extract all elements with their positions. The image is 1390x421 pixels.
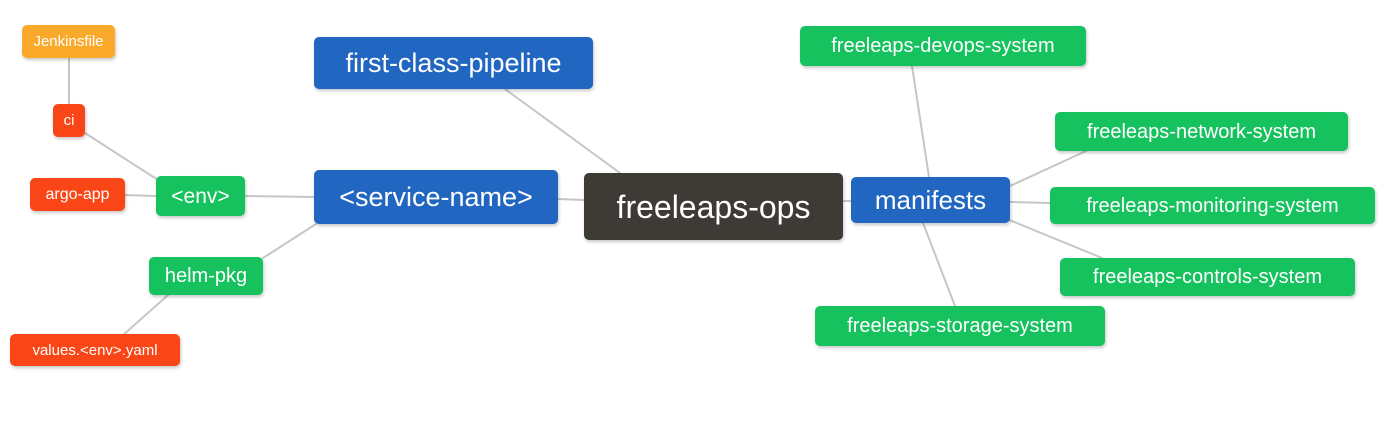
mindmap-node-label-freeleaps-network-system: freeleaps-network-system bbox=[1087, 120, 1316, 143]
mindmap-node-label-service-name: <service-name> bbox=[339, 181, 533, 212]
mindmap-node-freeleaps-monitoring-system[interactable]: freeleaps-monitoring-system bbox=[1050, 187, 1375, 224]
mindmap-node-service-name[interactable]: <service-name> bbox=[314, 170, 558, 224]
mindmap-node-label-freeleaps-monitoring-system: freeleaps-monitoring-system bbox=[1086, 194, 1339, 217]
edge-manifests-to-freeleaps-storage-system bbox=[922, 222, 956, 307]
mindmap-node-label-helm-pkg: helm-pkg bbox=[164, 265, 248, 287]
mindmap-node-env[interactable]: <env> bbox=[156, 176, 245, 216]
mindmap-node-label-freeleaps-storage-system: freeleaps-storage-system bbox=[847, 315, 1073, 337]
mindmap-node-freeleaps-network-system[interactable]: freeleaps-network-system bbox=[1055, 112, 1348, 151]
edge-service-name-to-helm-pkg bbox=[262, 223, 317, 259]
mindmap-node-freeleaps-storage-system[interactable]: freeleaps-storage-system bbox=[815, 306, 1105, 346]
mindmap-node-first-class-pipeline[interactable]: first-class-pipeline bbox=[314, 37, 593, 89]
mindmap-node-label-first-class-pipeline: first-class-pipeline bbox=[345, 47, 562, 78]
mindmap-node-freeleaps-controls-system[interactable]: freeleaps-controls-system bbox=[1060, 258, 1355, 296]
edge-helm-pkg-to-values-env-yaml bbox=[121, 294, 169, 337]
edge-env-to-service-name bbox=[244, 195, 315, 198]
mindmap-node-label-jenkinsfile: Jenkinsfile bbox=[33, 33, 104, 50]
mindmap-node-argo-app[interactable]: argo-app bbox=[30, 178, 125, 211]
mindmap-node-label-manifests: manifests bbox=[874, 185, 987, 215]
edge-manifests-to-freeleaps-network-system bbox=[1009, 150, 1087, 187]
mindmap-node-ci[interactable]: ci bbox=[53, 104, 85, 137]
edge-first-class-pipeline-to-freeleaps-ops bbox=[504, 88, 621, 174]
edge-ci-to-env bbox=[84, 132, 159, 181]
edge-manifests-to-freeleaps-monitoring-system bbox=[1009, 201, 1051, 204]
mindmap-node-freeleaps-ops[interactable]: freeleaps-ops bbox=[584, 173, 843, 240]
mindmap-node-label-freeleaps-devops-system: freeleaps-devops-system bbox=[831, 35, 1055, 57]
mindmap-node-helm-pkg[interactable]: helm-pkg bbox=[149, 257, 263, 295]
edge-service-name-to-freeleaps-ops bbox=[557, 198, 585, 201]
edge-manifests-to-freeleaps-controls-system bbox=[1006, 218, 1103, 259]
mindmap-node-label-env: <env> bbox=[171, 184, 230, 208]
mindmap-node-jenkinsfile[interactable]: Jenkinsfile bbox=[22, 25, 115, 58]
mindmap-node-values-env-yaml[interactable]: values.<env>.yaml bbox=[10, 334, 180, 366]
edge-manifests-to-freeleaps-devops-system bbox=[911, 65, 930, 178]
mindmap-node-label-ci: ci bbox=[63, 112, 75, 129]
mindmap-node-label-freeleaps-ops: freeleaps-ops bbox=[616, 188, 811, 225]
mindmap-node-label-argo-app: argo-app bbox=[45, 185, 110, 203]
mindmap-node-freeleaps-devops-system[interactable]: freeleaps-devops-system bbox=[800, 26, 1086, 66]
mindmap-node-label-values-env-yaml: values.<env>.yaml bbox=[32, 341, 158, 359]
edge-argo-app-to-env bbox=[124, 194, 157, 197]
mindmap-node-manifests[interactable]: manifests bbox=[851, 177, 1010, 223]
mindmap-node-label-freeleaps-controls-system: freeleaps-controls-system bbox=[1093, 266, 1322, 288]
